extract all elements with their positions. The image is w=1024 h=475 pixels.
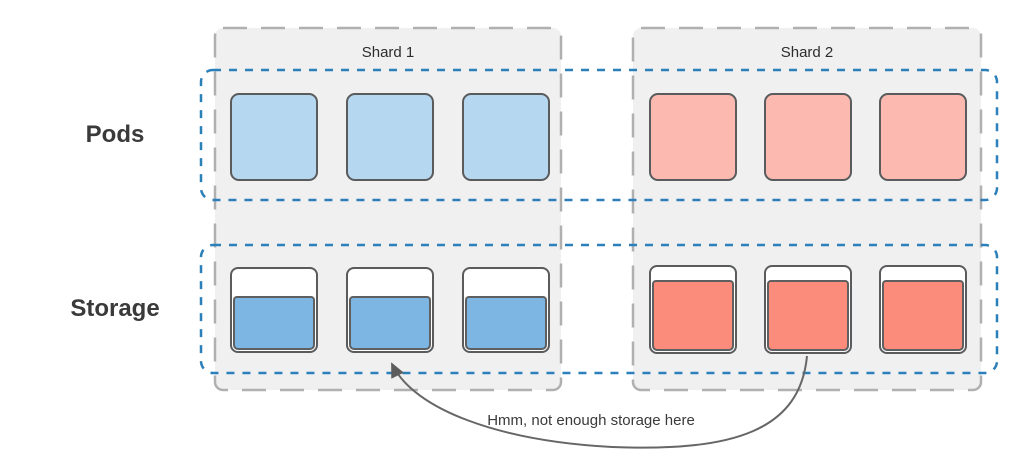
shard-2-title: Shard 2 [780,44,834,61]
pod [649,93,737,181]
pod [462,93,550,181]
annotation-arrow [391,355,808,449]
storage-box [462,267,550,353]
storage-fill-level [767,280,849,351]
pod [230,93,318,181]
storage-box [230,267,318,353]
row-label-pods: Pods [85,121,145,148]
storage-box [346,267,434,353]
pod [879,93,967,181]
storage-box [879,265,967,354]
shard-1-storage-row [230,267,550,353]
shard-1-pod-row [230,93,550,181]
shard-2-pod-row [649,93,967,181]
storage-fill-level [652,280,734,351]
storage-fill-level [882,280,964,351]
storage-fill-level [233,295,315,350]
storage-fill-level [349,295,431,350]
pod [346,93,434,181]
storage-box [649,265,737,354]
shard-2-storage-row [649,265,967,354]
storage-box [764,265,852,354]
row-label-storage: Storage [70,295,160,322]
pod [764,93,852,181]
shard-1-title: Shard 1 [361,44,415,61]
annotation-text: Hmm, not enough storage here [487,412,695,429]
storage-fill-level [465,295,547,350]
